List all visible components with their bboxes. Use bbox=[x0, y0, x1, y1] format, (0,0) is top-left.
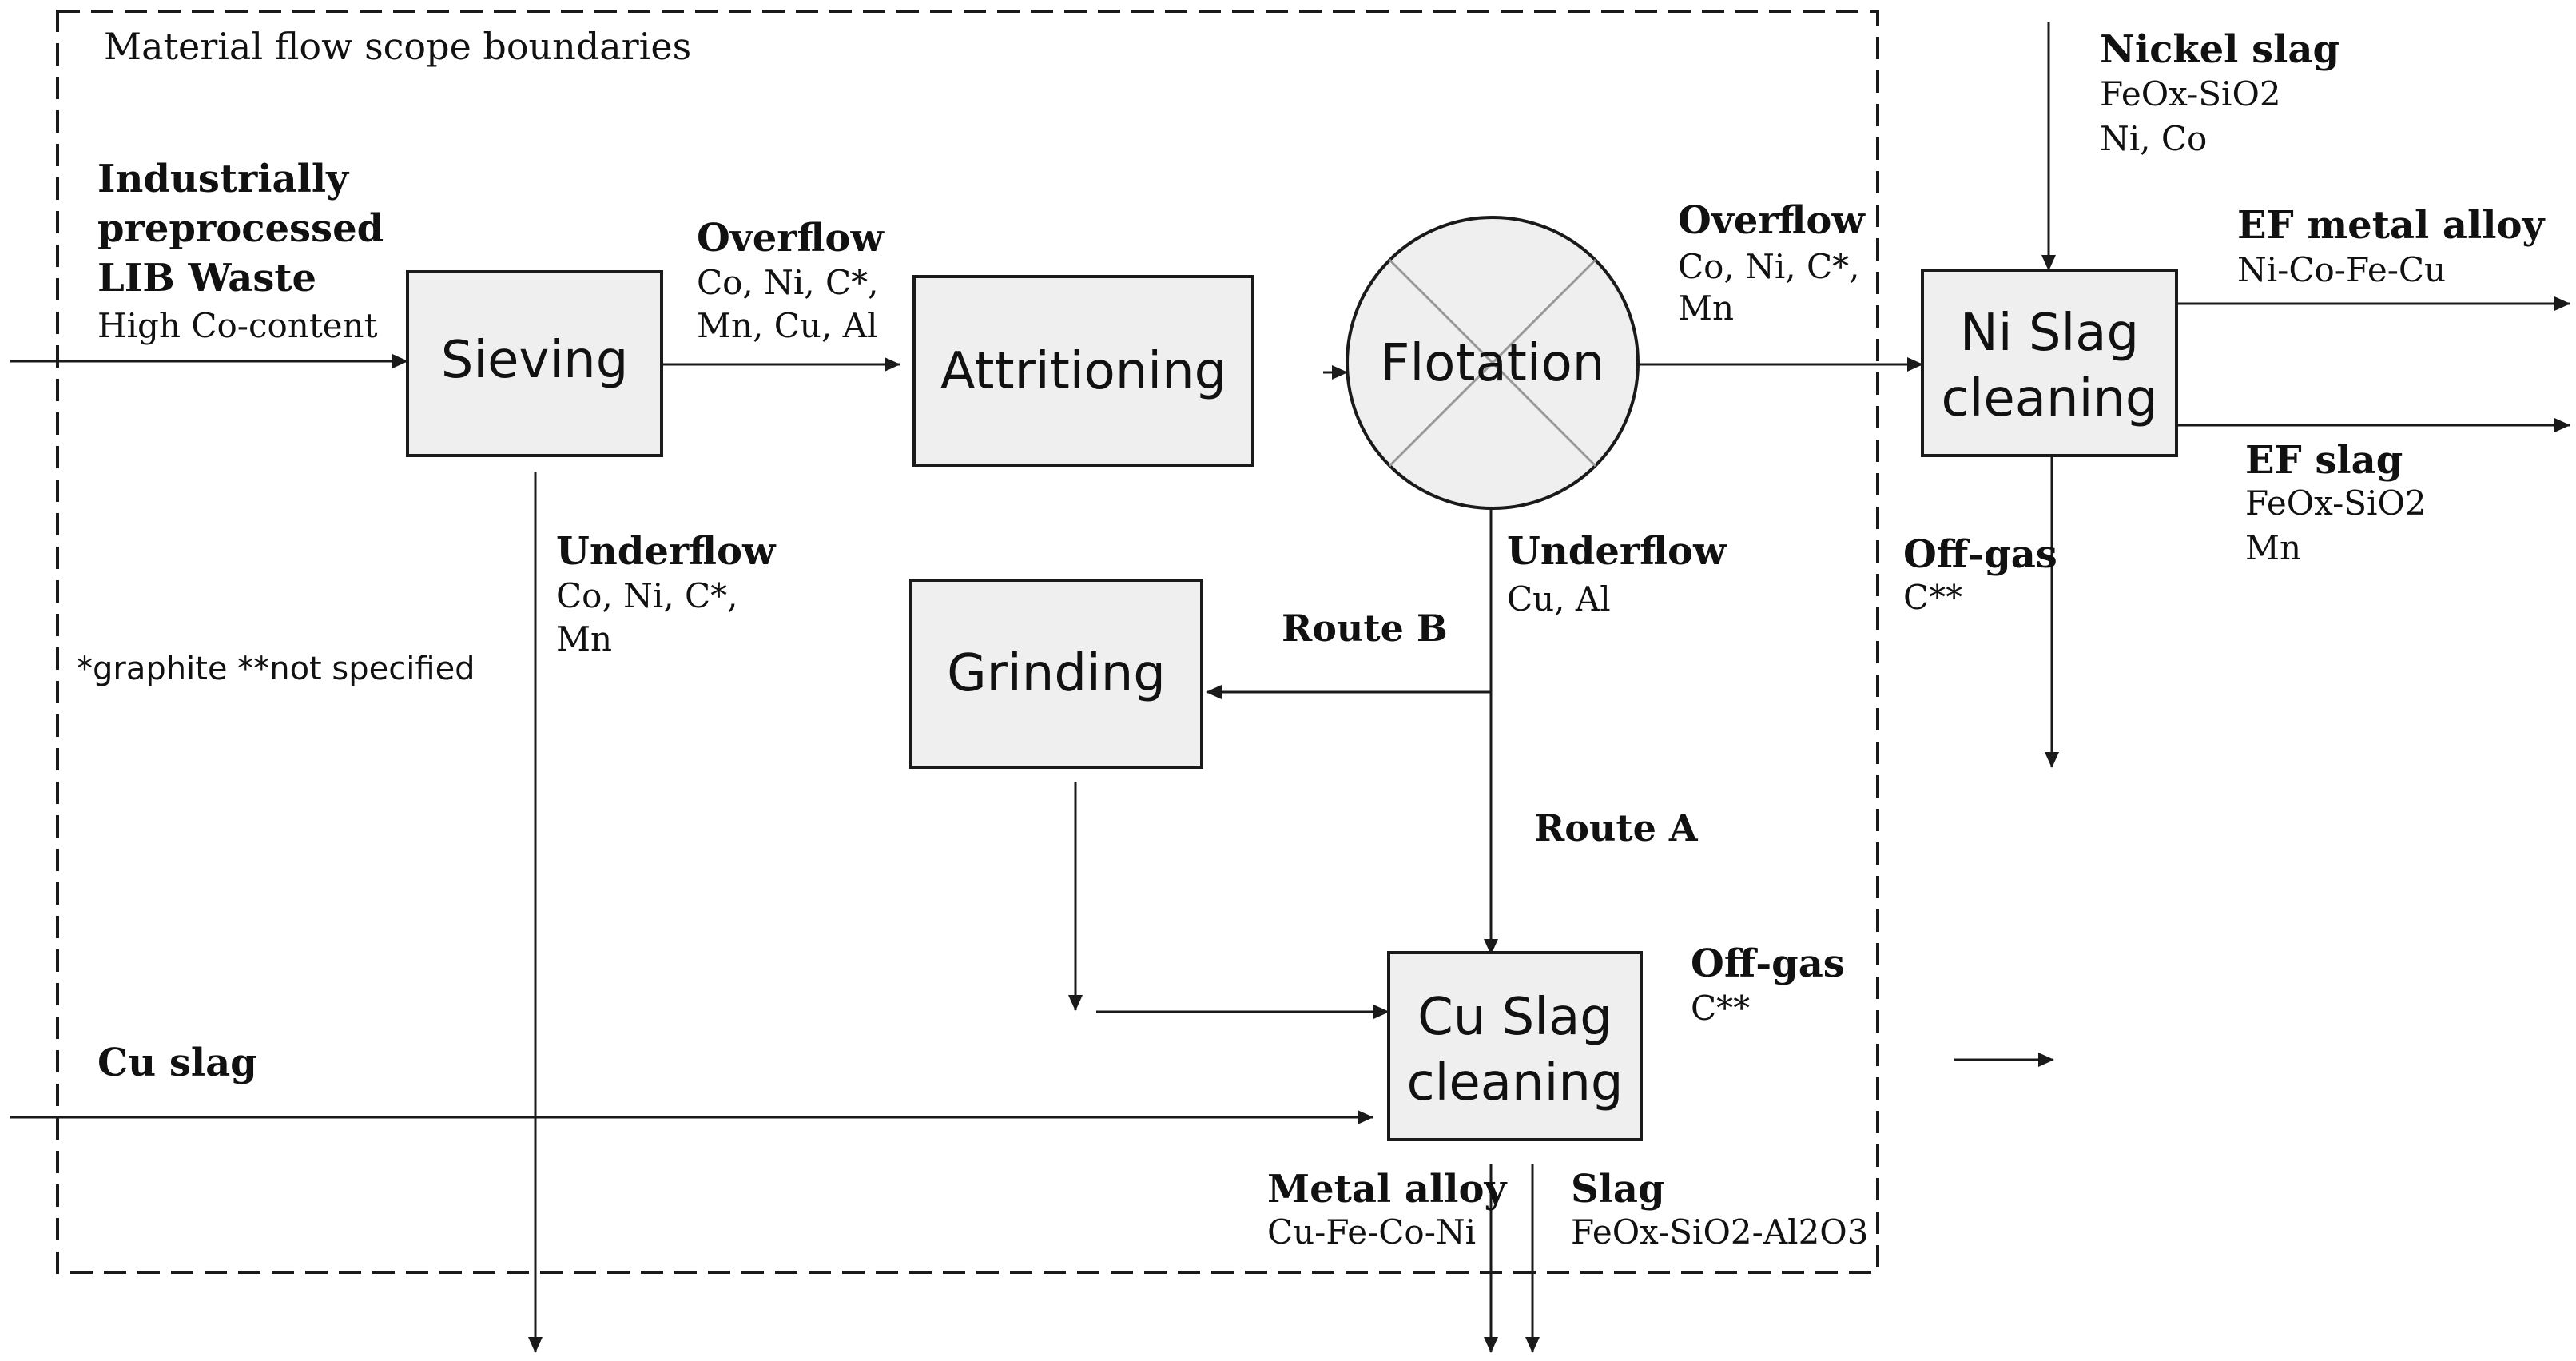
sieving-underflow-line1: Co, Ni, C*, bbox=[556, 576, 738, 615]
ni-slag-label-1: Ni Slag bbox=[1960, 304, 2139, 363]
footnote: *graphite **not specified bbox=[77, 651, 475, 687]
lib-waste-label-1: Industrially bbox=[97, 157, 350, 201]
flotation-label: Flotation bbox=[1381, 334, 1605, 393]
flotation-underflow-line1: Cu, Al bbox=[1507, 579, 1611, 619]
sieving-overflow-title: Overflow bbox=[697, 216, 885, 261]
flotation-cross-2 bbox=[1388, 258, 1597, 468]
grinding-label: Grinding bbox=[947, 644, 1166, 703]
route-a-label: Route A bbox=[1534, 806, 1699, 850]
nickel-slag-line1: FeOx-SiO2 bbox=[2100, 74, 2281, 113]
flotation-underflow-title: Underflow bbox=[1507, 529, 1727, 574]
lib-waste-label-2: preprocessed bbox=[97, 206, 384, 251]
cu-slag-label-1: Cu Slag bbox=[1417, 988, 1612, 1047]
sieving-underflow-line2: Mn bbox=[556, 619, 612, 659]
metal-alloy-title: Metal alloy bbox=[1267, 1167, 1508, 1212]
ef-slag-line1: FeOx-SiO2 bbox=[2245, 484, 2427, 523]
nickel-slag-title: Nickel slag bbox=[2100, 27, 2339, 72]
scope-label: Material flow scope boundaries bbox=[104, 25, 691, 68]
sieving-underflow-title: Underflow bbox=[556, 529, 777, 574]
attritioning-label: Attritioning bbox=[940, 342, 1227, 401]
sieving-overflow-line1: Co, Ni, C*, bbox=[697, 263, 879, 302]
slag-line1: FeOx-SiO2-Al2O3 bbox=[1571, 1212, 1868, 1252]
ef-slag-line2: Mn bbox=[2245, 528, 2301, 567]
grinding-box bbox=[909, 579, 1203, 769]
lib-waste-label-3: LIB Waste bbox=[97, 256, 316, 300]
cu-offgas-line1: C** bbox=[1691, 989, 1750, 1028]
cu-slag-cleaning-box bbox=[1387, 951, 1643, 1141]
attritioning-box bbox=[912, 275, 1254, 467]
metal-alloy-line1: Cu-Fe-Co-Ni bbox=[1267, 1212, 1476, 1252]
flotation-overflow-title: Overflow bbox=[1678, 198, 1866, 243]
nickel-slag-line2: Ni, Co bbox=[2100, 119, 2207, 158]
ni-offgas-title: Off-gas bbox=[1903, 532, 2057, 577]
route-b-label: Route B bbox=[1282, 607, 1448, 650]
sieving-overflow-line2: Mn, Cu, Al bbox=[697, 306, 877, 345]
lib-waste-subtext: High Co-content bbox=[97, 306, 378, 345]
ef-slag-title: EF slag bbox=[2245, 438, 2403, 483]
cu-slag-label-2: cleaning bbox=[1406, 1053, 1623, 1112]
ef-metal-alloy-line1: Ni-Co-Fe-Cu bbox=[2237, 250, 2446, 289]
sieving-label: Sieving bbox=[441, 331, 629, 390]
ni-offgas-line1: C** bbox=[1903, 578, 1962, 617]
ef-metal-alloy-title: EF metal alloy bbox=[2237, 203, 2546, 248]
scope-boundary bbox=[56, 10, 1879, 1274]
cu-slag-label: Cu slag bbox=[97, 1041, 257, 1085]
flotation-overflow-line2: Mn bbox=[1678, 289, 1734, 328]
ni-slag-cleaning-box bbox=[1921, 269, 2178, 457]
flotation-overflow-line1: Co, Ni, C*, bbox=[1678, 247, 1860, 286]
slag-title: Slag bbox=[1571, 1167, 1665, 1212]
ni-slag-label-2: cleaning bbox=[1941, 369, 2157, 428]
cu-offgas-title: Off-gas bbox=[1691, 941, 1845, 986]
